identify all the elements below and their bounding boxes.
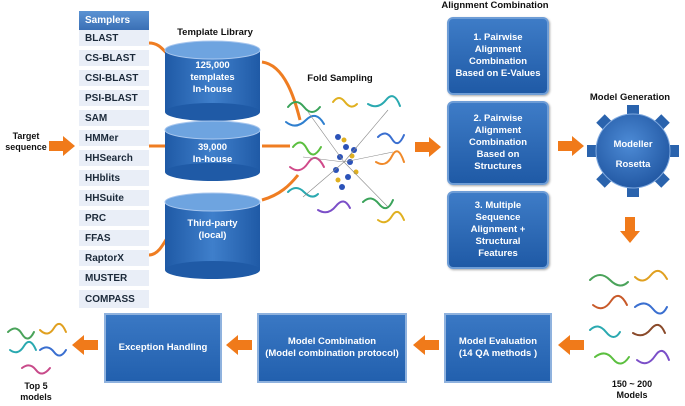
fold-sampling-title: Fold Sampling [307,73,373,84]
connector-line [261,60,302,121]
top-models-label: Top 5 models [20,381,52,402]
arrow-right-icon [49,136,75,156]
template-library-title: Template Library [177,27,253,38]
database-icon [164,40,261,121]
sampler-item: SAM [79,110,149,128]
sampler-item: MUSTER [79,270,149,288]
exception-handling-box: Exception Handling [104,313,222,383]
sampler-item: HHSuite [79,190,149,208]
database-label: Third-party (local) [187,218,238,241]
top-models-image [7,322,67,375]
arrow-right-icon [558,136,584,156]
model-evaluation-box: Model Evaluation (14 QA methods ) [444,313,552,383]
database-icon [164,120,261,181]
arrow-right-icon [415,137,441,157]
samplers-header: Samplers [79,11,149,30]
sampler-item: BLAST [79,30,149,48]
sampler-item: RaptorX [79,250,149,268]
sampler-item: HHSearch [79,150,149,168]
model-generation-title: Model Generation [589,92,671,103]
arrow-left-icon [72,335,98,355]
models-count-label: 150 ~ 200 Models [611,379,653,400]
arrow-left-icon [226,335,252,355]
gear-icon [587,105,679,197]
alignment-combination-title: Alignment Combination [441,0,549,11]
database-cylinders [164,40,261,279]
database-label: 125,000 templates In-house [190,60,235,95]
arrow-left-icon [413,335,439,355]
alignment-method-box: 3. Multiple Sequence Alignment + Structu… [447,191,549,269]
protein-structures-image [285,95,405,224]
target-sequence-label: Target sequence [5,131,47,152]
sampler-item: FFAS [79,230,149,248]
sampler-item: HHblits [79,170,149,188]
model-combination-box: Model Combination (Model combination pro… [257,313,407,383]
arrow-left-icon [558,335,584,355]
database-icon [164,192,261,279]
sampler-item: CS-BLAST [79,50,149,68]
sampler-item: CSI-BLAST [79,70,149,88]
sampler-item: PRC [79,210,149,228]
sampler-item: COMPASS [79,290,149,310]
tool-label: Rosetta [615,159,651,170]
sampler-item: HMMer [79,130,149,148]
models-structures-image [589,269,670,365]
database-label: 39,000 In-house [192,142,233,165]
tool-label: Modeller [613,139,653,150]
connector-line [261,174,300,202]
alignment-method-box: 1. Pairwise Alignment Combination Based … [447,17,549,95]
sampler-item: PSI-BLAST [79,90,149,108]
arrow-down-icon [620,217,640,243]
alignment-method-box: 2. Pairwise Alignment Combination Based … [447,101,549,185]
